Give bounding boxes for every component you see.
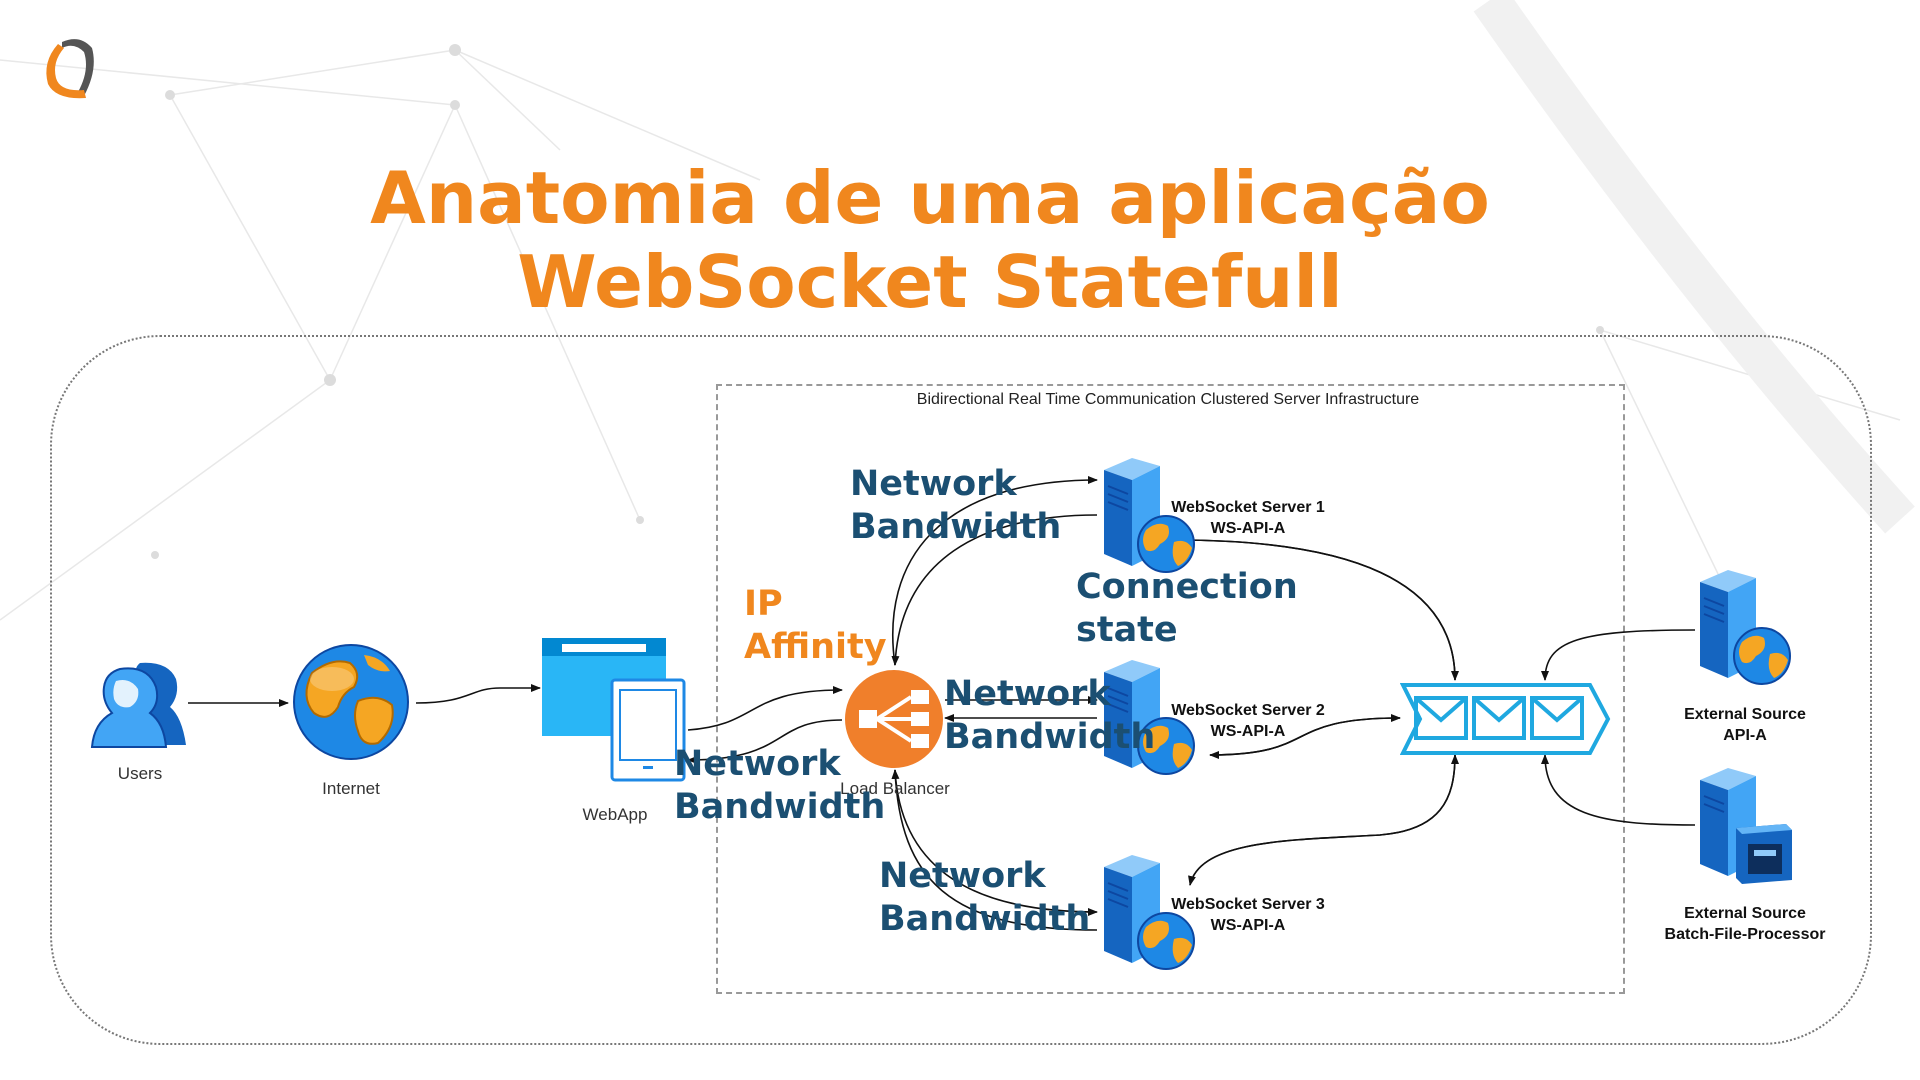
annotation-network-bandwidth-1: Network Bandwidth <box>850 463 1061 549</box>
edge-ws3-lb <box>891 769 1098 931</box>
edge-queue-ws3 <box>1188 754 1456 886</box>
annotation-line: Bandwidth <box>944 717 1156 757</box>
page-title-line1: Anatomia de uma aplicação <box>370 156 1490 240</box>
annotation-network-bandwidth-4: Network Bandwidth <box>879 855 1090 941</box>
annotation-line: Affinity <box>744 627 887 667</box>
page-title-line2: WebSocket Statefull <box>517 240 1343 324</box>
external-source-batch-icon <box>1700 768 1792 884</box>
annotation-line: Network <box>674 744 841 784</box>
annotation-line: Bandwidth <box>879 899 1091 939</box>
external-source-batch-sub: Batch-File-Processor <box>1664 926 1826 943</box>
websocket-server-3-name: WebSocket Server 3 <box>1171 896 1325 913</box>
edge-queue-ws2 <box>1209 717 1401 759</box>
edge-extbatch-queue <box>1541 754 1696 826</box>
edge-webapp-lb-top <box>687 686 843 731</box>
webapp-icon <box>542 638 686 782</box>
external-source-api-icon <box>1700 570 1791 685</box>
company-logo <box>46 39 94 99</box>
annotation-line: Bandwidth <box>850 507 1062 547</box>
message-queue-icon <box>1400 683 1611 755</box>
websocket-server-1-sub: WS-API-A <box>1210 520 1286 537</box>
edge-ws3-queue <box>1189 754 1459 886</box>
annotation-line: IP <box>744 584 783 624</box>
users-label: Users <box>117 764 163 783</box>
annotation-line: Bandwidth <box>674 787 886 827</box>
websocket-server-2-icon <box>1104 660 1195 775</box>
cluster-infrastructure-label: Bidirectional Real Time Communication Cl… <box>916 391 1420 408</box>
annotation-network-bandwidth-2: Network Bandwidth <box>944 673 1155 759</box>
internet-label: Internet <box>322 779 380 798</box>
annotation-line: Network <box>850 464 1017 504</box>
websocket-server-3-sub: WS-API-A <box>1210 917 1286 934</box>
edge-extapi-queue <box>1541 629 1696 681</box>
outer-frame <box>50 335 1872 1045</box>
cluster-infrastructure-frame <box>716 384 1625 994</box>
load-balancer-label: Load Balancer <box>840 779 950 798</box>
websocket-server-1-name: WebSocket Server 1 <box>1171 499 1325 516</box>
edge-internet-webapp <box>415 684 541 704</box>
annotation-line: Connection <box>1076 567 1298 607</box>
webapp-label: WebApp <box>582 805 648 824</box>
annotation-line: state <box>1076 610 1178 650</box>
edge-lb-webapp-bottom <box>687 719 843 764</box>
annotation-ip-affinity: IP Affinity <box>744 583 887 669</box>
external-source-api-name: External Source <box>1684 706 1806 723</box>
annotation-line: Network <box>879 856 1046 896</box>
annotation-connection-state: Connection state <box>1076 566 1298 652</box>
annotation-network-bandwidth-3: Network Bandwidth <box>674 743 885 829</box>
edge-ws1-lb <box>891 514 1098 666</box>
edge-lb-ws1 <box>891 476 1098 666</box>
annotation-line: Network <box>944 674 1111 714</box>
load-balancer-icon <box>845 670 943 768</box>
edge-lb-ws3 <box>894 769 1098 916</box>
websocket-server-1-icon <box>1104 458 1195 573</box>
websocket-server-2-name: WebSocket Server 2 <box>1171 702 1325 719</box>
edge-queue-ws1 <box>1174 536 1456 681</box>
users-icon <box>90 662 186 748</box>
websocket-server-3-icon <box>1104 855 1195 970</box>
external-source-api-sub: API-A <box>1723 727 1767 744</box>
internet-globe-icon <box>293 644 409 760</box>
websocket-server-2-sub: WS-API-A <box>1210 723 1286 740</box>
external-source-batch-name: External Source <box>1684 905 1806 922</box>
